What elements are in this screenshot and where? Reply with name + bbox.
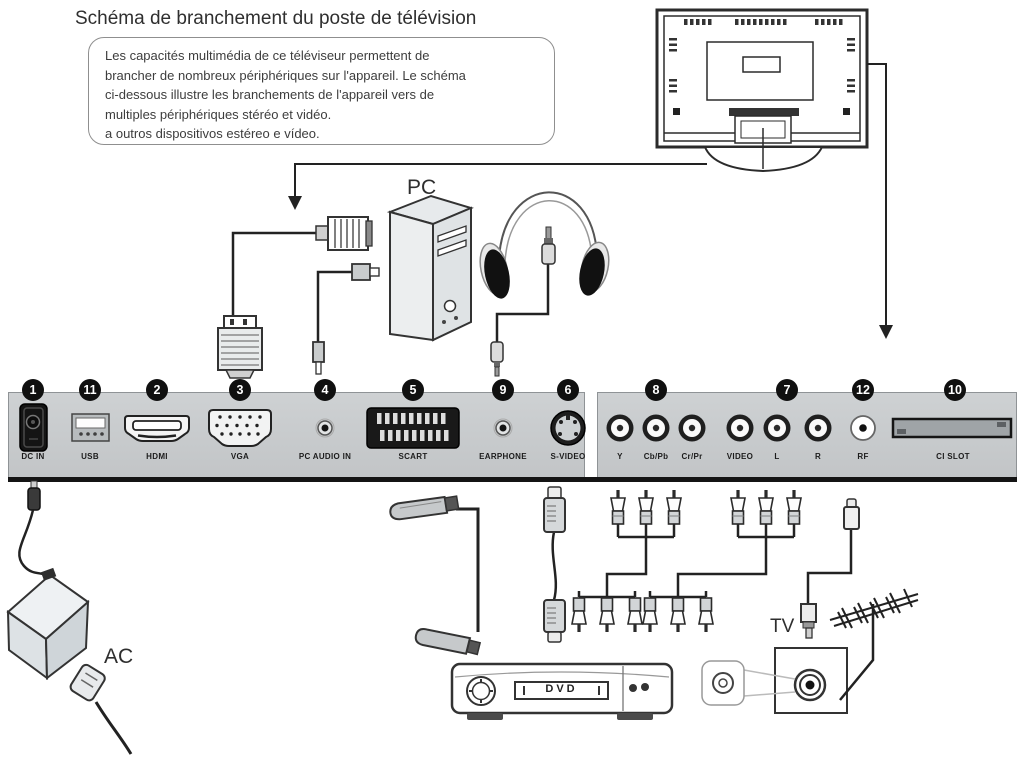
port-number-badge: 8	[645, 379, 667, 401]
ac-label: AC	[104, 645, 134, 668]
intro-line: ci-dessous illustre les branchements de …	[105, 87, 435, 102]
port-label: HDMI	[146, 452, 168, 461]
port-number-badge: 3	[229, 379, 251, 401]
tv-label: TV	[770, 616, 795, 637]
port-label: RF	[857, 452, 869, 461]
port-label: DC IN	[21, 452, 45, 461]
antenna-illustration	[829, 588, 919, 701]
wall-socket-illustration	[701, 647, 848, 714]
port-label: EARPHONE	[479, 452, 527, 461]
tv-rear-illustration	[655, 8, 869, 173]
headphones-illustration	[479, 191, 610, 377]
pc-label: PC	[407, 176, 437, 199]
intro-box: Les capacités multimédia de ce téléviseu…	[88, 37, 555, 145]
port-label: SCART	[398, 452, 428, 461]
port-number-badge: 2	[146, 379, 168, 401]
pc-audio-cable-illustration	[312, 263, 380, 375]
vga-cable-illustration	[217, 216, 373, 379]
pc-audio-in-jack-icon	[315, 418, 335, 438]
page-title: Schéma de branchement du poste de télévi…	[75, 8, 477, 29]
intro-line: brancher de nombreux périphériques sur l…	[105, 67, 466, 83]
port-label: PC AUDIO IN	[298, 452, 352, 461]
port-number-badge: 4	[314, 379, 336, 401]
svideo-cable-illustration	[543, 486, 566, 643]
flow-arrows	[288, 63, 893, 339]
port-label: VIDEO	[726, 452, 754, 461]
port-number-badge: 7	[776, 379, 798, 401]
panel-ports-artwork	[19, 403, 1013, 452]
usb-port-icon	[71, 413, 110, 442]
intro-line: Les capacités multimédia de ce téléviseu…	[105, 48, 430, 63]
port-label: S-VIDEO	[550, 452, 586, 461]
rf-antenna-illustration	[701, 498, 919, 714]
scart-port-icon	[366, 407, 460, 449]
hdmi-port-icon	[124, 415, 190, 442]
component-rca-ports-icon	[606, 414, 706, 442]
port-number-badge: 1	[22, 379, 44, 401]
port-label: USB	[81, 452, 99, 461]
rf-port-icon	[850, 415, 876, 441]
av-rca-ports-icon	[726, 414, 832, 442]
port-number-badge: 9	[492, 379, 514, 401]
intro-line: multiples périphériques stéréo et vidéo.	[105, 106, 332, 122]
ci-slot-icon	[891, 417, 1013, 439]
port-number-badge: 6	[557, 379, 579, 401]
port-label: L	[774, 452, 780, 461]
port-number-badge: 5	[402, 379, 424, 401]
dvd-player-illustration	[450, 662, 674, 720]
earphone-jack-icon	[493, 418, 513, 438]
port-label: Cr/Pr	[681, 452, 703, 461]
dc-in-port-icon	[19, 403, 48, 452]
dvd-label: DVD	[545, 683, 578, 695]
port-label: Y	[617, 452, 623, 461]
port-label: Cb/Pb	[643, 452, 669, 461]
dc-adapter-illustration	[6, 480, 133, 755]
port-label: R	[814, 452, 822, 461]
component-cable-illustration	[571, 489, 682, 633]
port-label: VGA	[230, 452, 250, 461]
scart-cable-illustration	[389, 495, 482, 656]
port-label: CI SLOT	[936, 452, 970, 461]
port-number-badge: 12	[852, 379, 874, 401]
port-number-badge: 10	[944, 379, 966, 401]
intro-line: a outros dispositivos estéreo e vídeo.	[105, 126, 320, 141]
av-cable-illustration	[642, 489, 802, 633]
pc-tower-illustration	[386, 194, 474, 342]
panel-bottom-edge	[8, 477, 1017, 482]
port-number-badge: 11	[79, 379, 101, 401]
s-video-port-icon	[550, 410, 586, 446]
vga-port-icon	[208, 409, 272, 447]
